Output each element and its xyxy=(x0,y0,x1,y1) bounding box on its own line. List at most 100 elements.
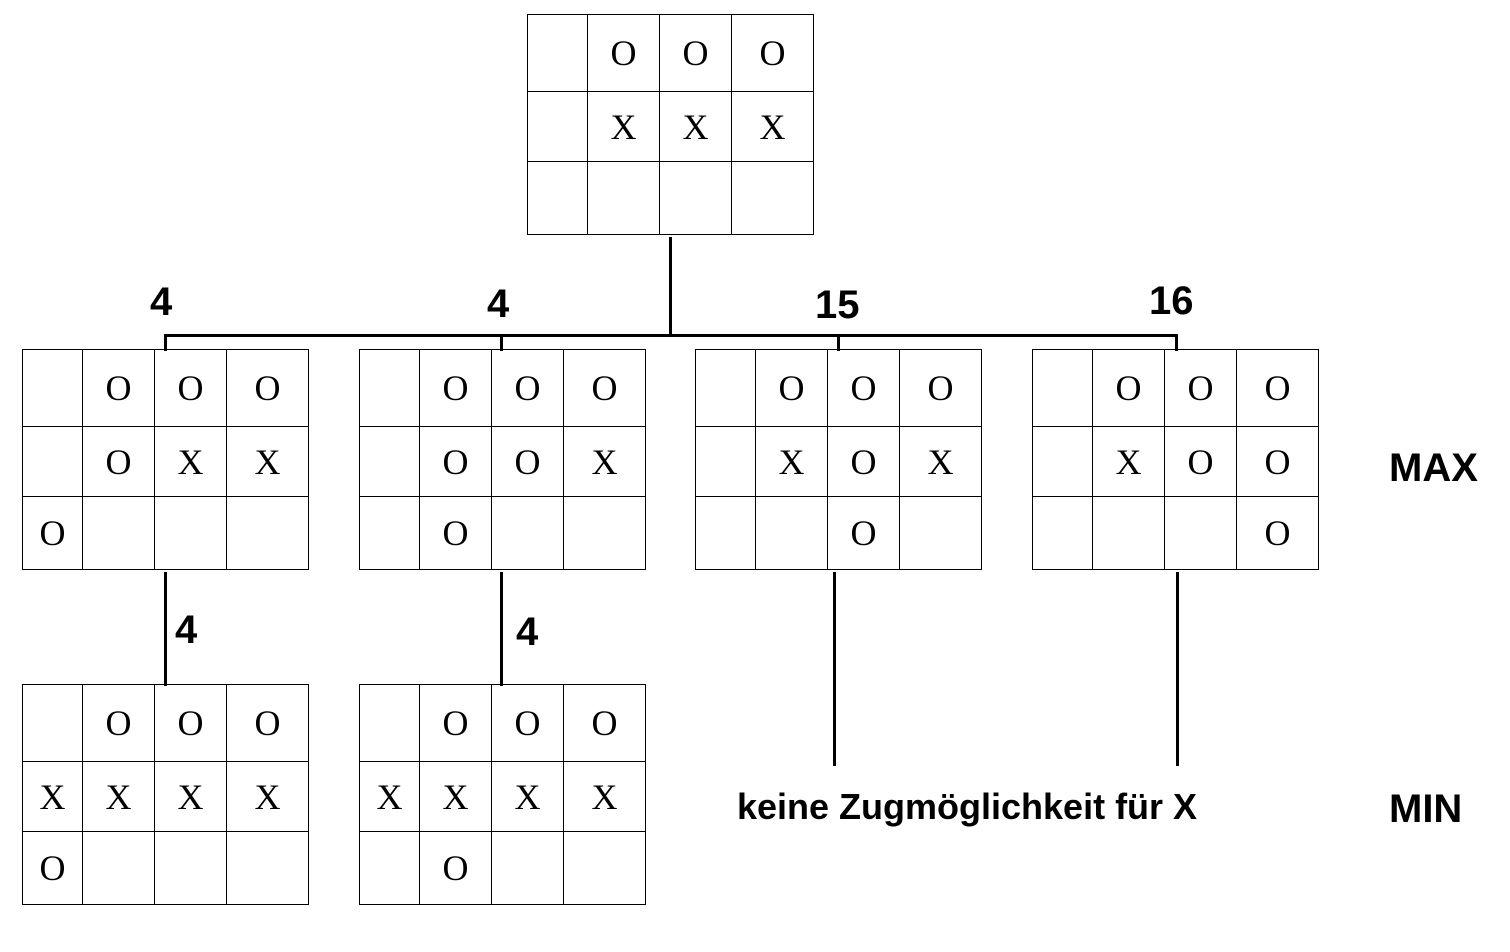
board-cell: X xyxy=(226,426,309,497)
board-cell xyxy=(755,496,828,570)
board-cell: X xyxy=(899,426,982,497)
level-label-min: MIN xyxy=(1389,787,1463,831)
board-cell xyxy=(659,161,732,235)
board-cell xyxy=(1164,496,1237,570)
score-level1-2: 4 xyxy=(487,282,510,326)
score-level1-1: 4 xyxy=(150,280,173,324)
board-cell: O xyxy=(82,684,155,762)
dead-end-line-4 xyxy=(1176,572,1179,766)
board-cell xyxy=(527,14,588,92)
board-cell xyxy=(82,496,155,570)
board-cell: O xyxy=(82,349,155,427)
board-cell: O xyxy=(755,349,828,427)
board-cell xyxy=(82,831,155,905)
board-cell xyxy=(563,831,646,905)
board-cell: X xyxy=(491,761,564,832)
board-cell xyxy=(22,684,83,762)
board-cell: O xyxy=(226,349,309,427)
drop-line-4 xyxy=(1175,334,1178,351)
board-cell xyxy=(154,496,227,570)
board-cell xyxy=(491,831,564,905)
board-cell: X xyxy=(359,761,420,832)
score-level2-1: 4 xyxy=(175,608,198,652)
board-cell: O xyxy=(827,426,900,497)
board-cell: O xyxy=(827,496,900,570)
board-cell: O xyxy=(1236,496,1319,570)
board-cell: X xyxy=(755,426,828,497)
board-cell: O xyxy=(22,496,83,570)
board-cell xyxy=(359,496,420,570)
board-cell: O xyxy=(22,831,83,905)
board-cell xyxy=(22,426,83,497)
board-cell: X xyxy=(82,761,155,832)
board-cell xyxy=(1032,426,1093,497)
board-cell: O xyxy=(82,426,155,497)
board-cell: O xyxy=(491,684,564,762)
board-cell xyxy=(226,496,309,570)
board-cell: O xyxy=(899,349,982,427)
score-level2-2: 4 xyxy=(516,610,539,654)
board-cell: O xyxy=(154,684,227,762)
root-stem-line xyxy=(669,237,672,336)
board-cell xyxy=(695,496,756,570)
board-cell xyxy=(695,426,756,497)
board-cell xyxy=(359,831,420,905)
board-cell: O xyxy=(419,684,492,762)
board-cell: X xyxy=(226,761,309,832)
board-cell xyxy=(563,496,646,570)
board-cell: O xyxy=(491,349,564,427)
child-line-1 xyxy=(164,572,167,686)
child-line-2 xyxy=(500,572,503,686)
board-cell: X xyxy=(731,91,814,162)
drop-line-1 xyxy=(164,334,167,351)
board-cell xyxy=(359,684,420,762)
board-cell: O xyxy=(563,349,646,427)
board-cell xyxy=(731,161,814,235)
board-cell xyxy=(359,349,420,427)
board-cell: O xyxy=(1092,349,1165,427)
board-cell xyxy=(359,426,420,497)
board-cell: X xyxy=(563,426,646,497)
board-cell xyxy=(22,349,83,427)
board-cell: X xyxy=(1092,426,1165,497)
board-cell: O xyxy=(1164,426,1237,497)
board-cell xyxy=(695,349,756,427)
board-cell: O xyxy=(226,684,309,762)
board-cell: O xyxy=(827,349,900,427)
board-cell: O xyxy=(419,426,492,497)
board-cell: X xyxy=(22,761,83,832)
level-label-max: MAX xyxy=(1389,446,1478,490)
board-cell: O xyxy=(419,496,492,570)
board-cell: O xyxy=(587,14,660,92)
board-cell xyxy=(587,161,660,235)
board-cell xyxy=(154,831,227,905)
board-cell: X xyxy=(154,761,227,832)
dead-end-line-3 xyxy=(833,572,836,766)
board-cell: O xyxy=(659,14,732,92)
board-cell xyxy=(1032,349,1093,427)
board-cell xyxy=(226,831,309,905)
board-cell: O xyxy=(731,14,814,92)
board-cell: X xyxy=(563,761,646,832)
board-cell xyxy=(527,91,588,162)
board-cell: O xyxy=(1236,426,1319,497)
board-cell: O xyxy=(1236,349,1319,427)
board-cell xyxy=(1032,496,1093,570)
board-cell xyxy=(1092,496,1165,570)
board-cell: O xyxy=(491,426,564,497)
no-move-note: keine Zugmöglichkeit für X xyxy=(737,786,1198,827)
score-level1-4: 16 xyxy=(1149,279,1194,323)
board-cell xyxy=(491,496,564,570)
board-cell: X xyxy=(419,761,492,832)
board-cell: O xyxy=(154,349,227,427)
board-cell: O xyxy=(1164,349,1237,427)
board-cell: O xyxy=(419,349,492,427)
board-cell xyxy=(527,161,588,235)
